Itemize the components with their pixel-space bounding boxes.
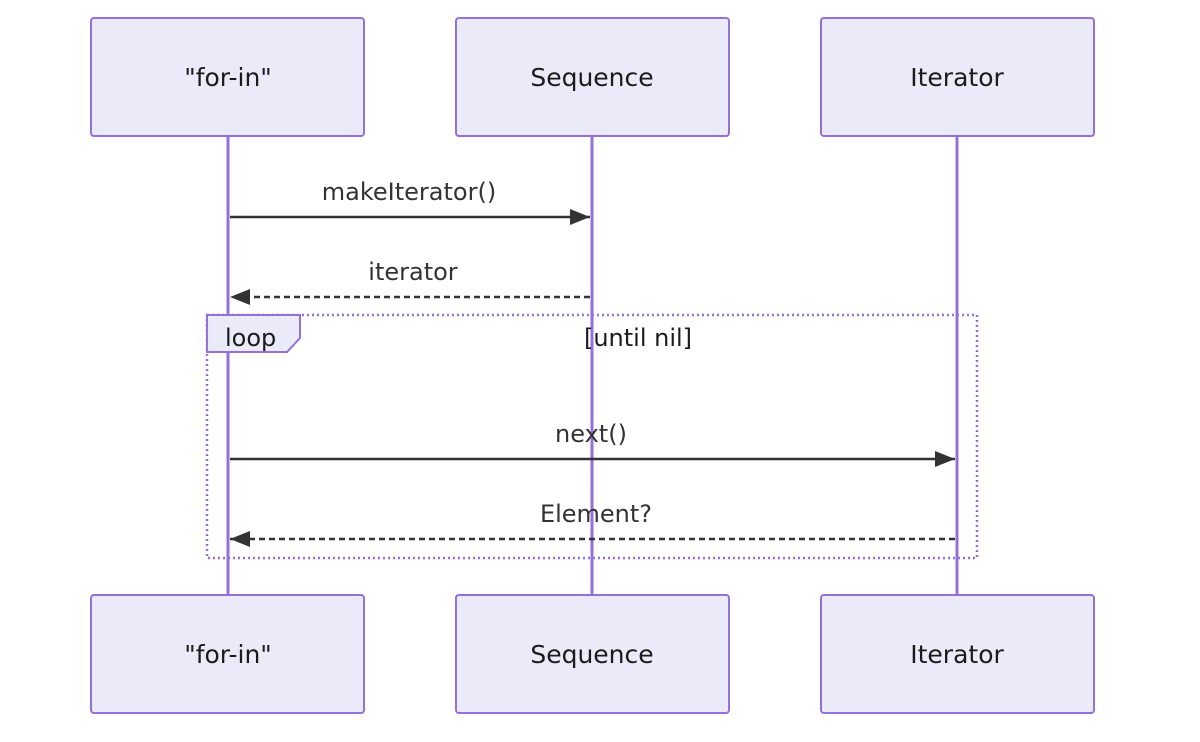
actor-label: Sequence — [530, 640, 653, 669]
actor-bottom-iterator: Iterator — [820, 594, 1095, 714]
message-make-iterator: makeIterator() — [230, 178, 590, 225]
actor-label: Iterator — [910, 640, 1004, 669]
loop-label-tag — [206, 314, 301, 353]
actor-label: Sequence — [530, 63, 653, 92]
actor-top-sequence: Sequence — [455, 17, 730, 137]
loop-keyword: loop — [225, 324, 276, 352]
actor-bottom-for-in: "for-in" — [90, 594, 365, 714]
actor-label: "for-in" — [184, 63, 272, 92]
loop-frame — [205, 313, 979, 560]
message-label: makeIterator() — [322, 178, 496, 206]
actor-label: "for-in" — [184, 640, 272, 669]
message-label: Element? — [540, 500, 652, 528]
actor-top-iterator: Iterator — [820, 17, 1095, 137]
message-next: next() — [230, 420, 955, 467]
message-label: next() — [555, 420, 627, 448]
actor-bottom-sequence: Sequence — [455, 594, 730, 714]
loop-condition: [until nil] — [584, 324, 692, 352]
message-element-return: Element? — [230, 500, 955, 547]
message-label: iterator — [368, 258, 458, 286]
actor-top-for-in: "for-in" — [90, 17, 365, 137]
message-iterator-return: iterator — [230, 258, 590, 305]
actor-label: Iterator — [910, 63, 1004, 92]
